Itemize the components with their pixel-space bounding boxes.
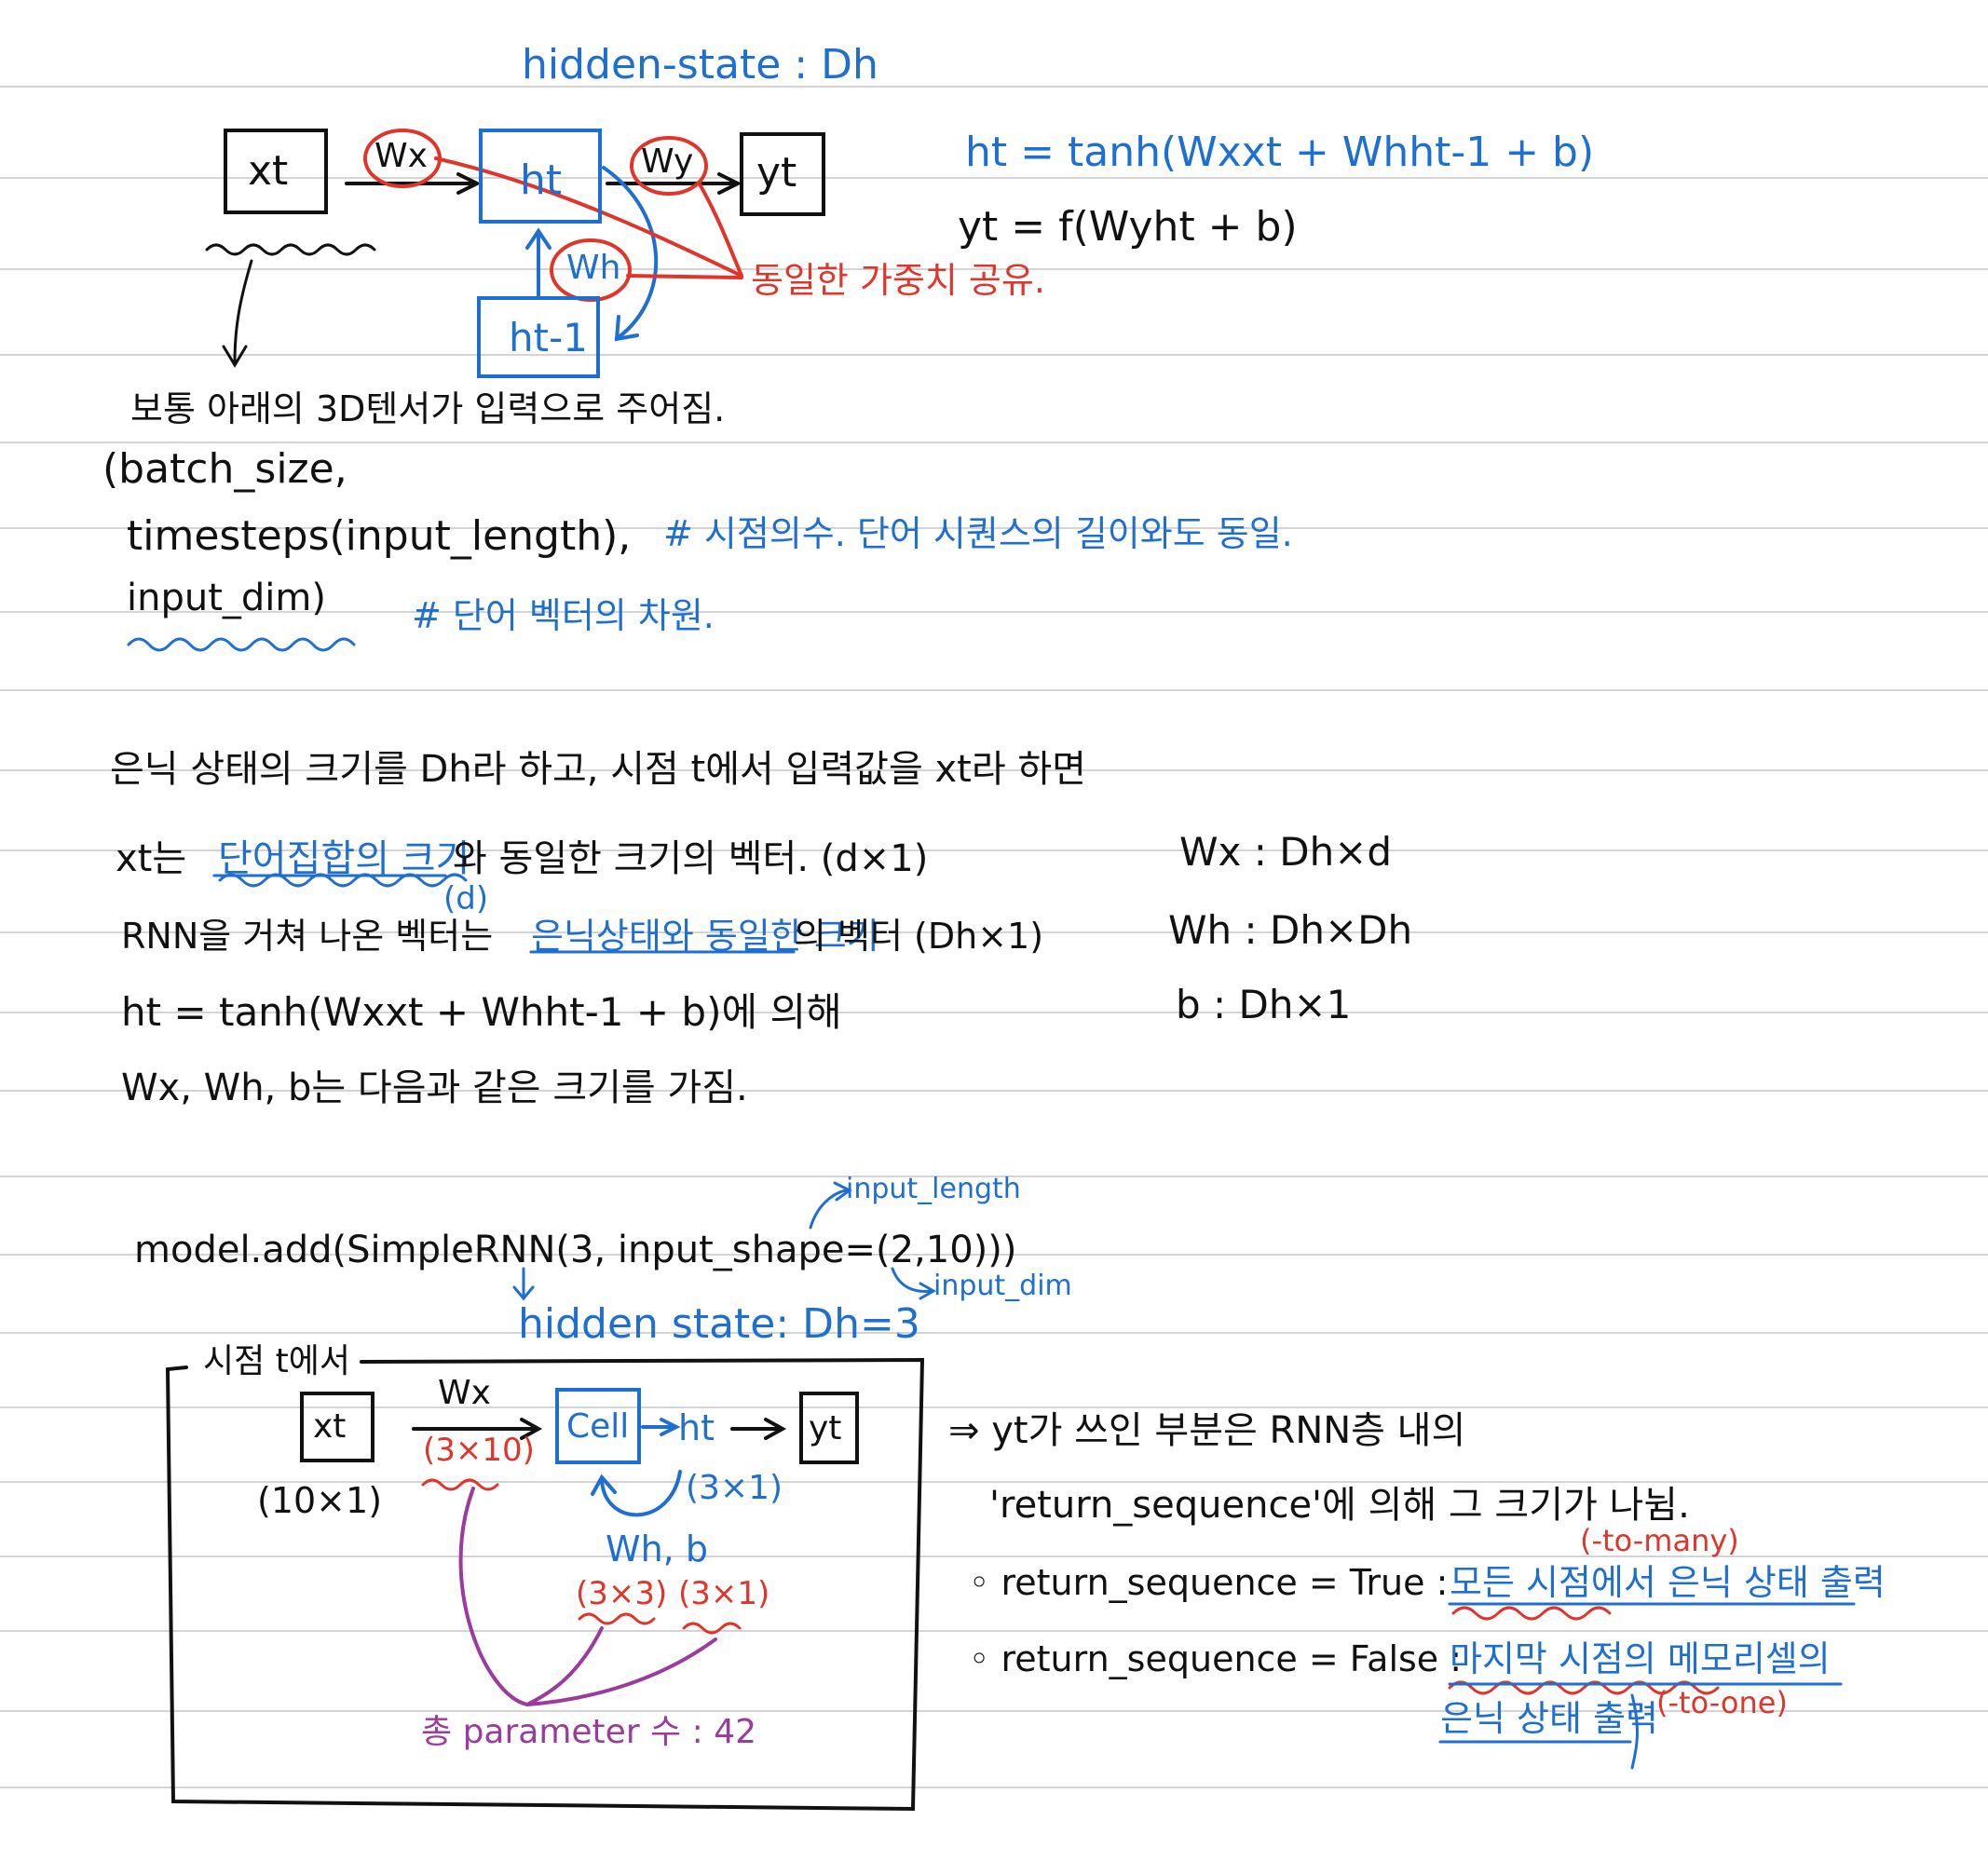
explain-line1: 은닉 상태의 크기를 Dh라 하고, 시점 t에서 입력값을 xt라 하면 xyxy=(110,748,1086,791)
return-seq-line1: ⇒ yt가 쓰인 부분은 RNN층 내의 xyxy=(948,1409,1466,1452)
wy-circle xyxy=(630,136,708,196)
explain-line3c: 의 벡터 (Dh×1) xyxy=(794,916,1044,957)
return-false-value2: 은닉 상태 출력 xyxy=(1440,1698,1658,1739)
frame-xt-size: (10×1) xyxy=(257,1480,383,1521)
frame-ht-label: ht xyxy=(678,1407,715,1448)
squiggle-all xyxy=(1451,1606,1612,1621)
frame-xt-label: xt xyxy=(313,1407,347,1446)
frame-title: 시점 t에서 xyxy=(197,1345,357,1379)
xt-label: xt xyxy=(248,147,289,195)
explain-line2b: 단어집합의 크기 xyxy=(218,837,470,880)
squiggle-vocab xyxy=(218,873,468,888)
equation-ht: ht = tanh(Wxxt + Whht-1 + b) xyxy=(965,129,1595,176)
cell-loop xyxy=(600,1470,682,1517)
frame-ht-size: (3×1) xyxy=(686,1469,783,1507)
frame-outline xyxy=(165,1357,925,1812)
arrow-recurrent-loop xyxy=(602,166,659,339)
htm1-label: ht-1 xyxy=(509,315,588,360)
explain-line2c: 와 동일한 크기의 벡터. (d×1) xyxy=(453,837,929,880)
purple-link-wx xyxy=(458,1487,529,1706)
input-note-line4-comment: # 단어 벡터의 차원. xyxy=(412,595,715,636)
size-wh: Wh : Dh×Dh xyxy=(1168,907,1413,953)
to-one-note: (-to-one) xyxy=(1656,1685,1788,1720)
explain-line4: ht = tanh(Wxxt + Whht-1 + b)에 의해 xyxy=(121,989,842,1035)
return-true-key: ◦ return_sequence = True : xyxy=(969,1562,1449,1603)
equation-yt: yt = f(Wyht + b) xyxy=(958,203,1298,251)
input-note-line3-comment: # 시점의수. 단어 시퀀스의 길이와도 동일. xyxy=(663,513,1293,554)
return-false-key: ◦ return_sequence = False : xyxy=(969,1638,1463,1679)
frame-wh-size: (3×3) xyxy=(576,1575,668,1612)
arrow-input-note xyxy=(233,259,253,363)
purple-link-b xyxy=(525,1637,717,1706)
xt-box: xt xyxy=(224,129,328,214)
input-length-note: input_length xyxy=(846,1173,1021,1205)
shared-weight-note: 동일한 가중치 공유. xyxy=(751,260,1045,301)
frame-b-size: (3×1) xyxy=(678,1575,770,1612)
model-code: model.add(SimpleRNN(3, input_shape=(2,10… xyxy=(134,1229,1017,1271)
frame-xt-box: xt xyxy=(300,1392,374,1462)
input-dim-note: input_dim xyxy=(933,1270,1072,1302)
to-many-note: (-to-many) xyxy=(1580,1523,1739,1558)
input-note-line2: (batch_size, xyxy=(102,445,347,493)
yt-box: yt xyxy=(740,132,825,216)
size-wx: Wx : Dh×d xyxy=(1179,829,1393,875)
return-false-value1: 마지막 시점의 메모리셀의 xyxy=(1450,1638,1831,1679)
ht-box: ht xyxy=(479,129,602,224)
yt-label: yt xyxy=(756,149,797,197)
ht-label: ht xyxy=(520,156,563,204)
hidden-state-dh3: hidden state: Dh=3 xyxy=(518,1300,920,1348)
squiggle-last xyxy=(1448,1680,1720,1695)
explain-line2a: xt는 xyxy=(116,837,187,880)
frame-cell-box: Cell xyxy=(555,1388,641,1464)
htm1-box: ht-1 xyxy=(477,296,600,378)
total-parameters: 총 parameter 수 : 42 xyxy=(421,1713,757,1751)
frame-wx-label: Wx xyxy=(438,1374,491,1412)
explain-line3b: 은닉상태와 동일한 크기 xyxy=(531,916,879,957)
frame-wx-size: (3×10) xyxy=(423,1432,535,1469)
wh-circle xyxy=(550,238,632,302)
frame-whb-label: Wh, b xyxy=(606,1529,708,1569)
wy-label: Wy xyxy=(641,143,694,181)
return-true-value: 모든 시점에서 은닉 상태 출력 xyxy=(1450,1562,1886,1603)
wh-label: Wh xyxy=(566,249,621,287)
input-note-line4: input_dim) xyxy=(127,577,326,619)
input-note-line1: 보통 아래의 3D텐서가 입력으로 주어짐. xyxy=(130,388,726,429)
squiggle-xt xyxy=(205,243,376,256)
return-seq-line2: 'return_sequence'에 의해 그 크기가 나뉨. xyxy=(989,1484,1690,1527)
hidden-state-title: hidden-state : Dh xyxy=(522,41,878,88)
explain-line2-d: (d) xyxy=(443,880,489,917)
explain-line5: Wx, Wh, b는 다음과 같은 크기를 가짐. xyxy=(121,1067,748,1109)
frame-cell-label: Cell xyxy=(566,1407,630,1446)
purple-link-wh xyxy=(525,1626,604,1706)
frame-yt-box: yt xyxy=(799,1392,859,1464)
frame-yt-label: yt xyxy=(809,1409,842,1447)
size-b: b : Dh×1 xyxy=(1176,982,1352,1027)
explain-line3a: RNN을 거쳐 나온 벡터는 xyxy=(121,916,494,957)
wx-label: Wx xyxy=(374,137,428,175)
input-note-line3: timesteps(input_length), xyxy=(127,512,632,560)
squiggle-input-dim xyxy=(127,637,356,652)
